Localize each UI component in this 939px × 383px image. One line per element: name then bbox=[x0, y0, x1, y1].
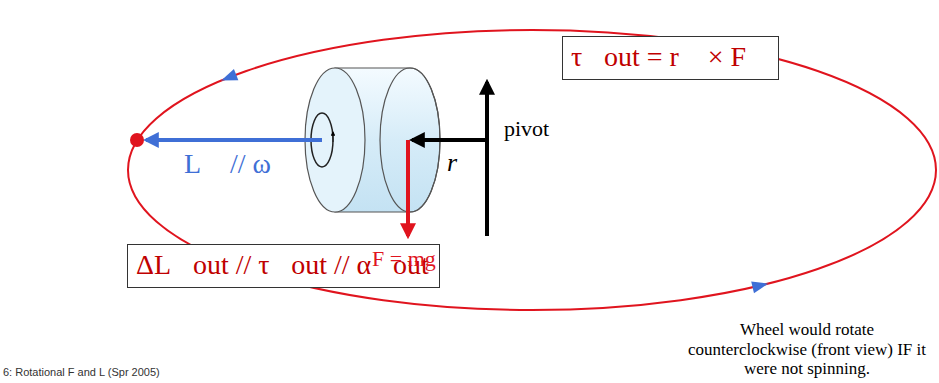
lever-arm-arrow bbox=[412, 138, 487, 142]
vector-label: L⃗ // ω⃗ bbox=[184, 148, 293, 180]
direction-arrowhead bbox=[751, 278, 769, 293]
note: Wheel would rotate counterclockwise (fro… bbox=[680, 320, 934, 379]
pivot-arrow bbox=[485, 82, 489, 236]
footer: 6: Rotational F and L (Spr 2005) bbox=[3, 366, 160, 379]
force-label: F = mg bbox=[372, 246, 436, 271]
equation-box: τ⃗out = r⃗ × F⃗ bbox=[562, 36, 779, 80]
pivot-label: pivot bbox=[504, 116, 549, 141]
tip-dot bbox=[130, 133, 144, 147]
direction-arrowhead bbox=[219, 69, 238, 86]
precession-path bbox=[128, 30, 936, 310]
equation-text: τ⃗out = r⃗ × F⃗ bbox=[571, 41, 770, 73]
force-arrow bbox=[406, 140, 410, 236]
angular-momentum-arrow bbox=[146, 138, 322, 142]
lever-arm-label: r bbox=[447, 148, 457, 178]
